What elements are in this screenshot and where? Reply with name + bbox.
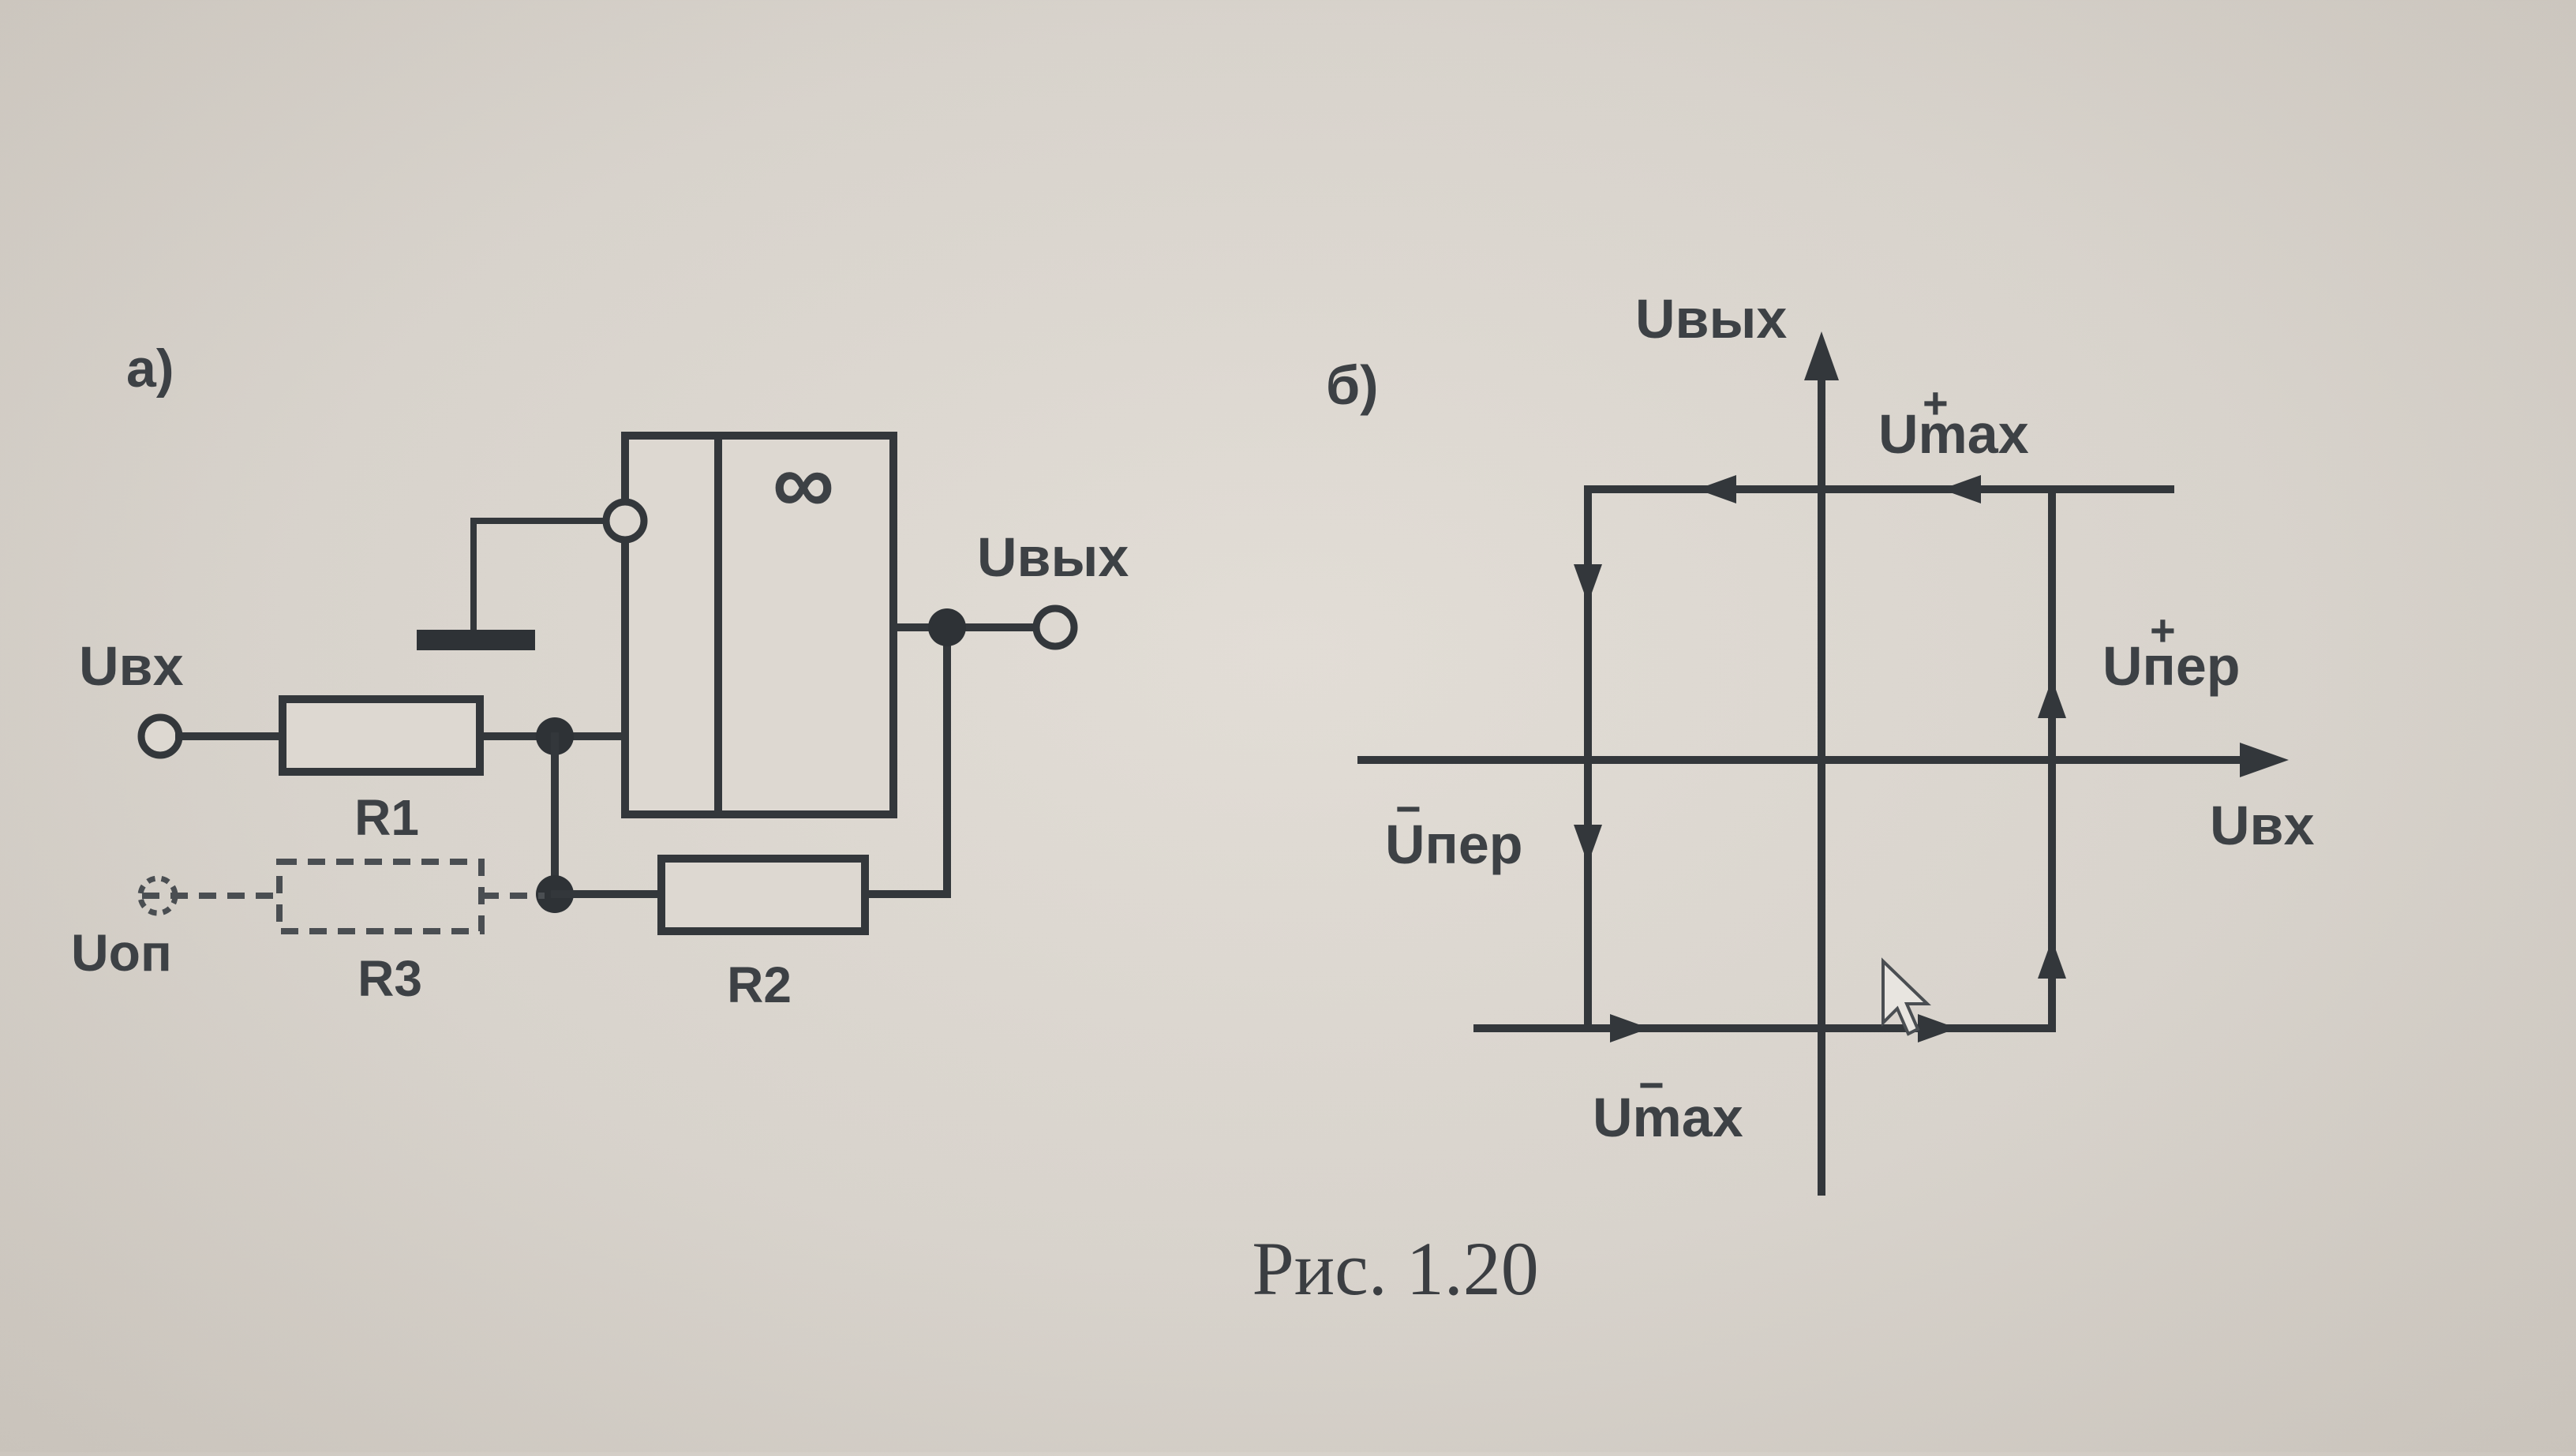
arrow-left-upper (1574, 564, 1602, 604)
panel-b-hysteresis-graph: б) Uвых Uвх Umax + Uпер + Uпер − Umax − (1326, 288, 2315, 1196)
resistor-r2 (657, 855, 869, 935)
r1-label: R1 (354, 789, 419, 846)
output-label: Uвых (977, 526, 1129, 588)
arrow-right-lower (2038, 939, 2066, 979)
umax-negative-sign: − (1638, 1060, 1664, 1110)
inverting-input-bubble (602, 498, 648, 544)
y-axis-label: Uвых (1635, 288, 1787, 350)
uper-negative-label: Uпер (1385, 814, 1523, 875)
arrow-lower-right (1918, 1014, 1957, 1042)
reference-terminal-dashed (137, 875, 178, 916)
mouse-cursor-icon (1881, 957, 1931, 1036)
x-axis-arrowhead (2240, 743, 2289, 777)
opamp-body (621, 432, 897, 818)
output-terminal (1032, 604, 1078, 650)
arrow-lower-left (1610, 1014, 1649, 1042)
opamp-infinity-symbol: ∞ (773, 435, 834, 532)
uper-positive-label: Uпер (2102, 635, 2241, 697)
resistor-r3-dashed (276, 859, 485, 934)
reference-label: Uоп (71, 923, 172, 982)
arrow-right-upper (2038, 679, 2066, 718)
arrow-upper-right (1941, 475, 1981, 503)
resistor-r1 (279, 695, 484, 776)
input-label: Uвх (79, 635, 184, 697)
x-axis-label: Uвх (2210, 795, 2315, 856)
umax-positive-sign: + (1923, 378, 1949, 428)
r2-label: R2 (727, 956, 792, 1013)
uper-positive-sign: + (2150, 605, 2176, 655)
panel-b-label: б) (1326, 354, 1379, 416)
feedback-wire (861, 623, 951, 898)
umax-negative-label: Umax (1593, 1087, 1743, 1148)
panel-a-circuit: а) ∞ Uвх R1 R2 Uвых Uоп (71, 339, 1129, 1013)
r3-label: R3 (358, 950, 422, 1007)
umax-positive-label: Umax (1878, 403, 2029, 465)
ground-plate (417, 630, 535, 650)
input-terminal (137, 713, 183, 759)
uper-negative-sign: − (1395, 784, 1421, 833)
y-axis-arrowhead (1804, 331, 1839, 380)
junction-node-output (928, 608, 966, 646)
figure-caption: Рис. 1.20 (1252, 1226, 1538, 1311)
ground-wire (470, 518, 606, 639)
panel-a-label: а) (126, 339, 174, 399)
arrow-left-lower (1574, 825, 1602, 864)
arrow-upper-left (1697, 475, 1736, 503)
